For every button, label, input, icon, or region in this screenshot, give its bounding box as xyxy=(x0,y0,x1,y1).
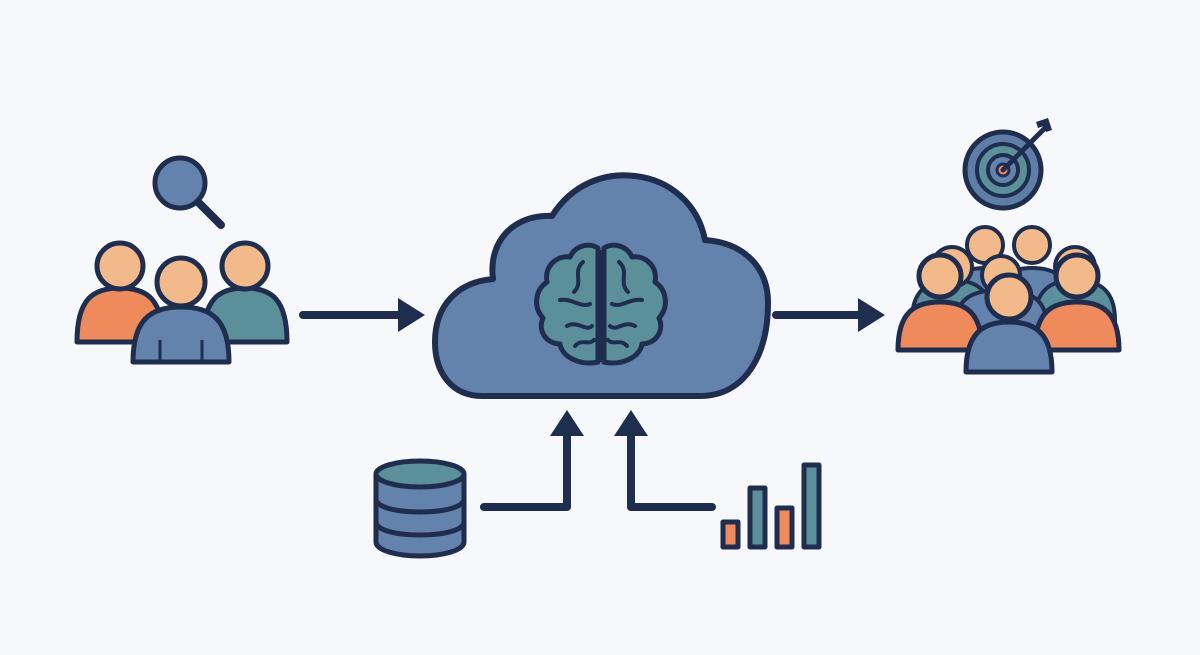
target-icon xyxy=(962,118,1052,211)
person-icon xyxy=(963,272,1055,375)
arrowhead-icon xyxy=(398,298,425,332)
bar-chart-bar xyxy=(747,485,768,550)
bar-chart-icon xyxy=(720,462,822,550)
bar-chart-bar xyxy=(801,462,822,550)
brain-icon xyxy=(534,242,668,366)
bar-chart-bar xyxy=(774,505,795,550)
arrowhead-icon xyxy=(614,410,648,436)
person-icon xyxy=(1032,252,1122,353)
arrowhead-icon xyxy=(550,410,584,436)
bar-chart-bar xyxy=(720,519,741,550)
audience-group-icon xyxy=(74,155,290,365)
arrow-database-to-cloud xyxy=(480,428,571,511)
targeted-audience-icon xyxy=(895,118,1122,375)
ai-cloud-icon xyxy=(432,172,771,399)
database-icon xyxy=(373,458,467,559)
arrowhead-icon xyxy=(858,298,885,332)
arrow-analytics-to-cloud xyxy=(627,428,716,511)
magnifier-icon xyxy=(152,155,225,229)
person-icon xyxy=(130,255,232,365)
